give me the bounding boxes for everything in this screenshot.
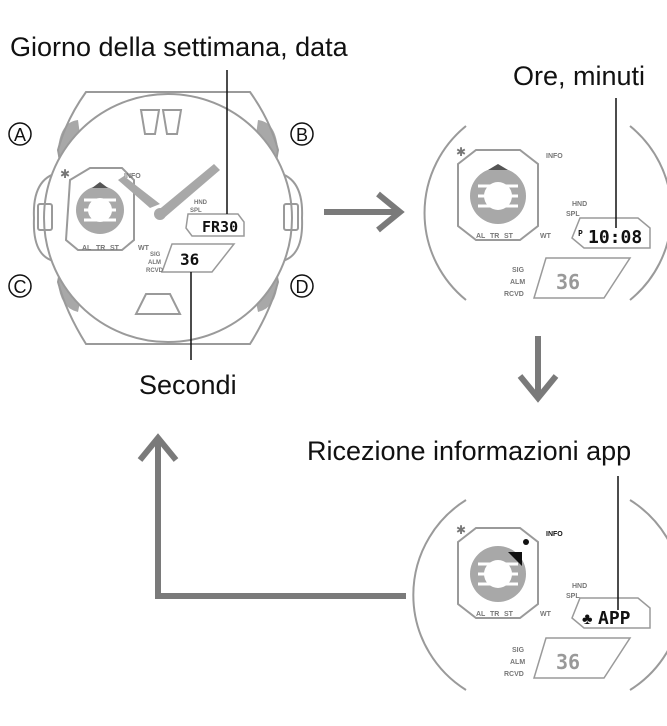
bluetooth-icon: ✱ <box>456 145 466 159</box>
label-hnd: HND <box>572 583 587 590</box>
label-info: INFO <box>546 531 563 538</box>
lcd-seconds: 36 <box>556 270 580 294</box>
info-indicator <box>523 539 529 545</box>
label-info: INFO <box>124 173 141 180</box>
index-6 <box>134 293 182 315</box>
button-c-marker <box>8 274 32 298</box>
watch2-bezel <box>423 125 467 301</box>
app-icon: ♣ <box>582 611 593 628</box>
label-tr: TR <box>490 611 499 618</box>
button-d-marker <box>290 274 314 298</box>
subdial-frame <box>457 527 539 619</box>
lcd-hours-minutes: 10:08 <box>588 227 642 248</box>
label-alm: ALM <box>510 659 525 666</box>
lcd-lower-frame <box>160 243 236 273</box>
arrow-down <box>517 336 559 403</box>
button-b-letter: B <box>296 125 308 145</box>
label-rcvd: RCVD <box>504 291 524 298</box>
button-a-letter: A <box>14 125 26 145</box>
label-al: AL <box>476 233 486 240</box>
lcd-lower-frame <box>532 257 632 299</box>
bluetooth-icon: ✱ <box>60 167 70 181</box>
subdial-frame <box>457 149 539 241</box>
caption-day-date: Giorno della settimana, data <box>10 32 348 62</box>
bluetooth-icon: ✱ <box>456 523 466 537</box>
button-d-letter: D <box>296 277 309 297</box>
label-rcvd: RCVD <box>504 671 524 678</box>
label-sig: SIG <box>512 647 525 654</box>
arrow-right <box>324 191 405 233</box>
label-rcvd: RCVD <box>146 268 164 274</box>
lcd-seconds: 36 <box>556 650 580 674</box>
watch3-bezel-right <box>629 499 667 691</box>
label-sig: SIG <box>512 267 525 274</box>
bezel <box>43 93 293 343</box>
label-hnd: HND <box>572 201 587 208</box>
lug-left <box>37 203 53 231</box>
subdial-pointer <box>92 182 108 188</box>
lcd-app: APP <box>598 608 631 629</box>
label-tr: TR <box>490 233 499 240</box>
watch-full: INFO ✱ AL TR ST WT HND SPL FR30 SIG ALM … <box>8 70 314 360</box>
label-st: ST <box>110 245 120 252</box>
caption-seconds: Secondi <box>139 370 237 400</box>
flow-arrows <box>137 191 559 599</box>
lcd-seconds: 36 <box>180 250 199 269</box>
label-spl: SPL <box>566 593 580 600</box>
watch3-bezel <box>412 499 467 691</box>
label-info: INFO <box>546 153 563 160</box>
index-12b <box>161 109 183 135</box>
index-12 <box>139 109 161 135</box>
label-alm: ALM <box>148 260 161 266</box>
subdial-stripes <box>84 198 116 222</box>
subdial-stripes <box>478 562 518 586</box>
arrow-return <box>137 433 406 599</box>
label-tr: TR <box>96 245 105 252</box>
lcd-upper-frame <box>571 597 651 629</box>
lcd-upper-frame <box>571 217 651 249</box>
lcd-upper-frame <box>185 213 245 237</box>
lcd-day-date: FR30 <box>202 218 238 236</box>
subdial-frame <box>64 167 135 251</box>
label-al: AL <box>82 245 92 252</box>
lug-right <box>283 203 299 231</box>
watch-partial-app: ✱ INFO AL TR ST WT HND SPL ♣ APP SIG ALM… <box>412 476 667 691</box>
subdial-pointer <box>488 164 508 170</box>
subdial-stripes <box>478 184 518 208</box>
label-st: ST <box>504 611 514 618</box>
label-wt: WT <box>540 611 552 618</box>
button-c-letter: C <box>14 277 27 297</box>
label-spl: SPL <box>190 208 202 214</box>
watch-partial-time: ✱ INFO AL TR ST WT HND SPL P 10:08 SIG A… <box>423 98 667 301</box>
hour-hand <box>118 176 160 208</box>
lcd-lower-frame <box>532 637 632 679</box>
label-hnd: HND <box>194 200 208 206</box>
lcd-pm: P <box>578 229 583 238</box>
minute-hand <box>156 164 220 218</box>
caption-hours-minutes: Ore, minuti <box>513 61 646 91</box>
label-sig: SIG <box>150 252 161 258</box>
label-wt: WT <box>540 233 552 240</box>
watch2-bezel-right <box>629 125 667 301</box>
label-st: ST <box>504 233 514 240</box>
subdial-pointer-active <box>508 552 522 566</box>
label-alm: ALM <box>510 279 525 286</box>
button-b-marker <box>290 122 314 146</box>
label-wt: WT <box>138 245 150 252</box>
hand-pivot <box>154 208 166 220</box>
button-a-marker <box>8 122 32 146</box>
label-spl: SPL <box>566 211 580 218</box>
label-al: AL <box>476 611 486 618</box>
caption-app-info: Ricezione informazioni app <box>307 436 632 466</box>
